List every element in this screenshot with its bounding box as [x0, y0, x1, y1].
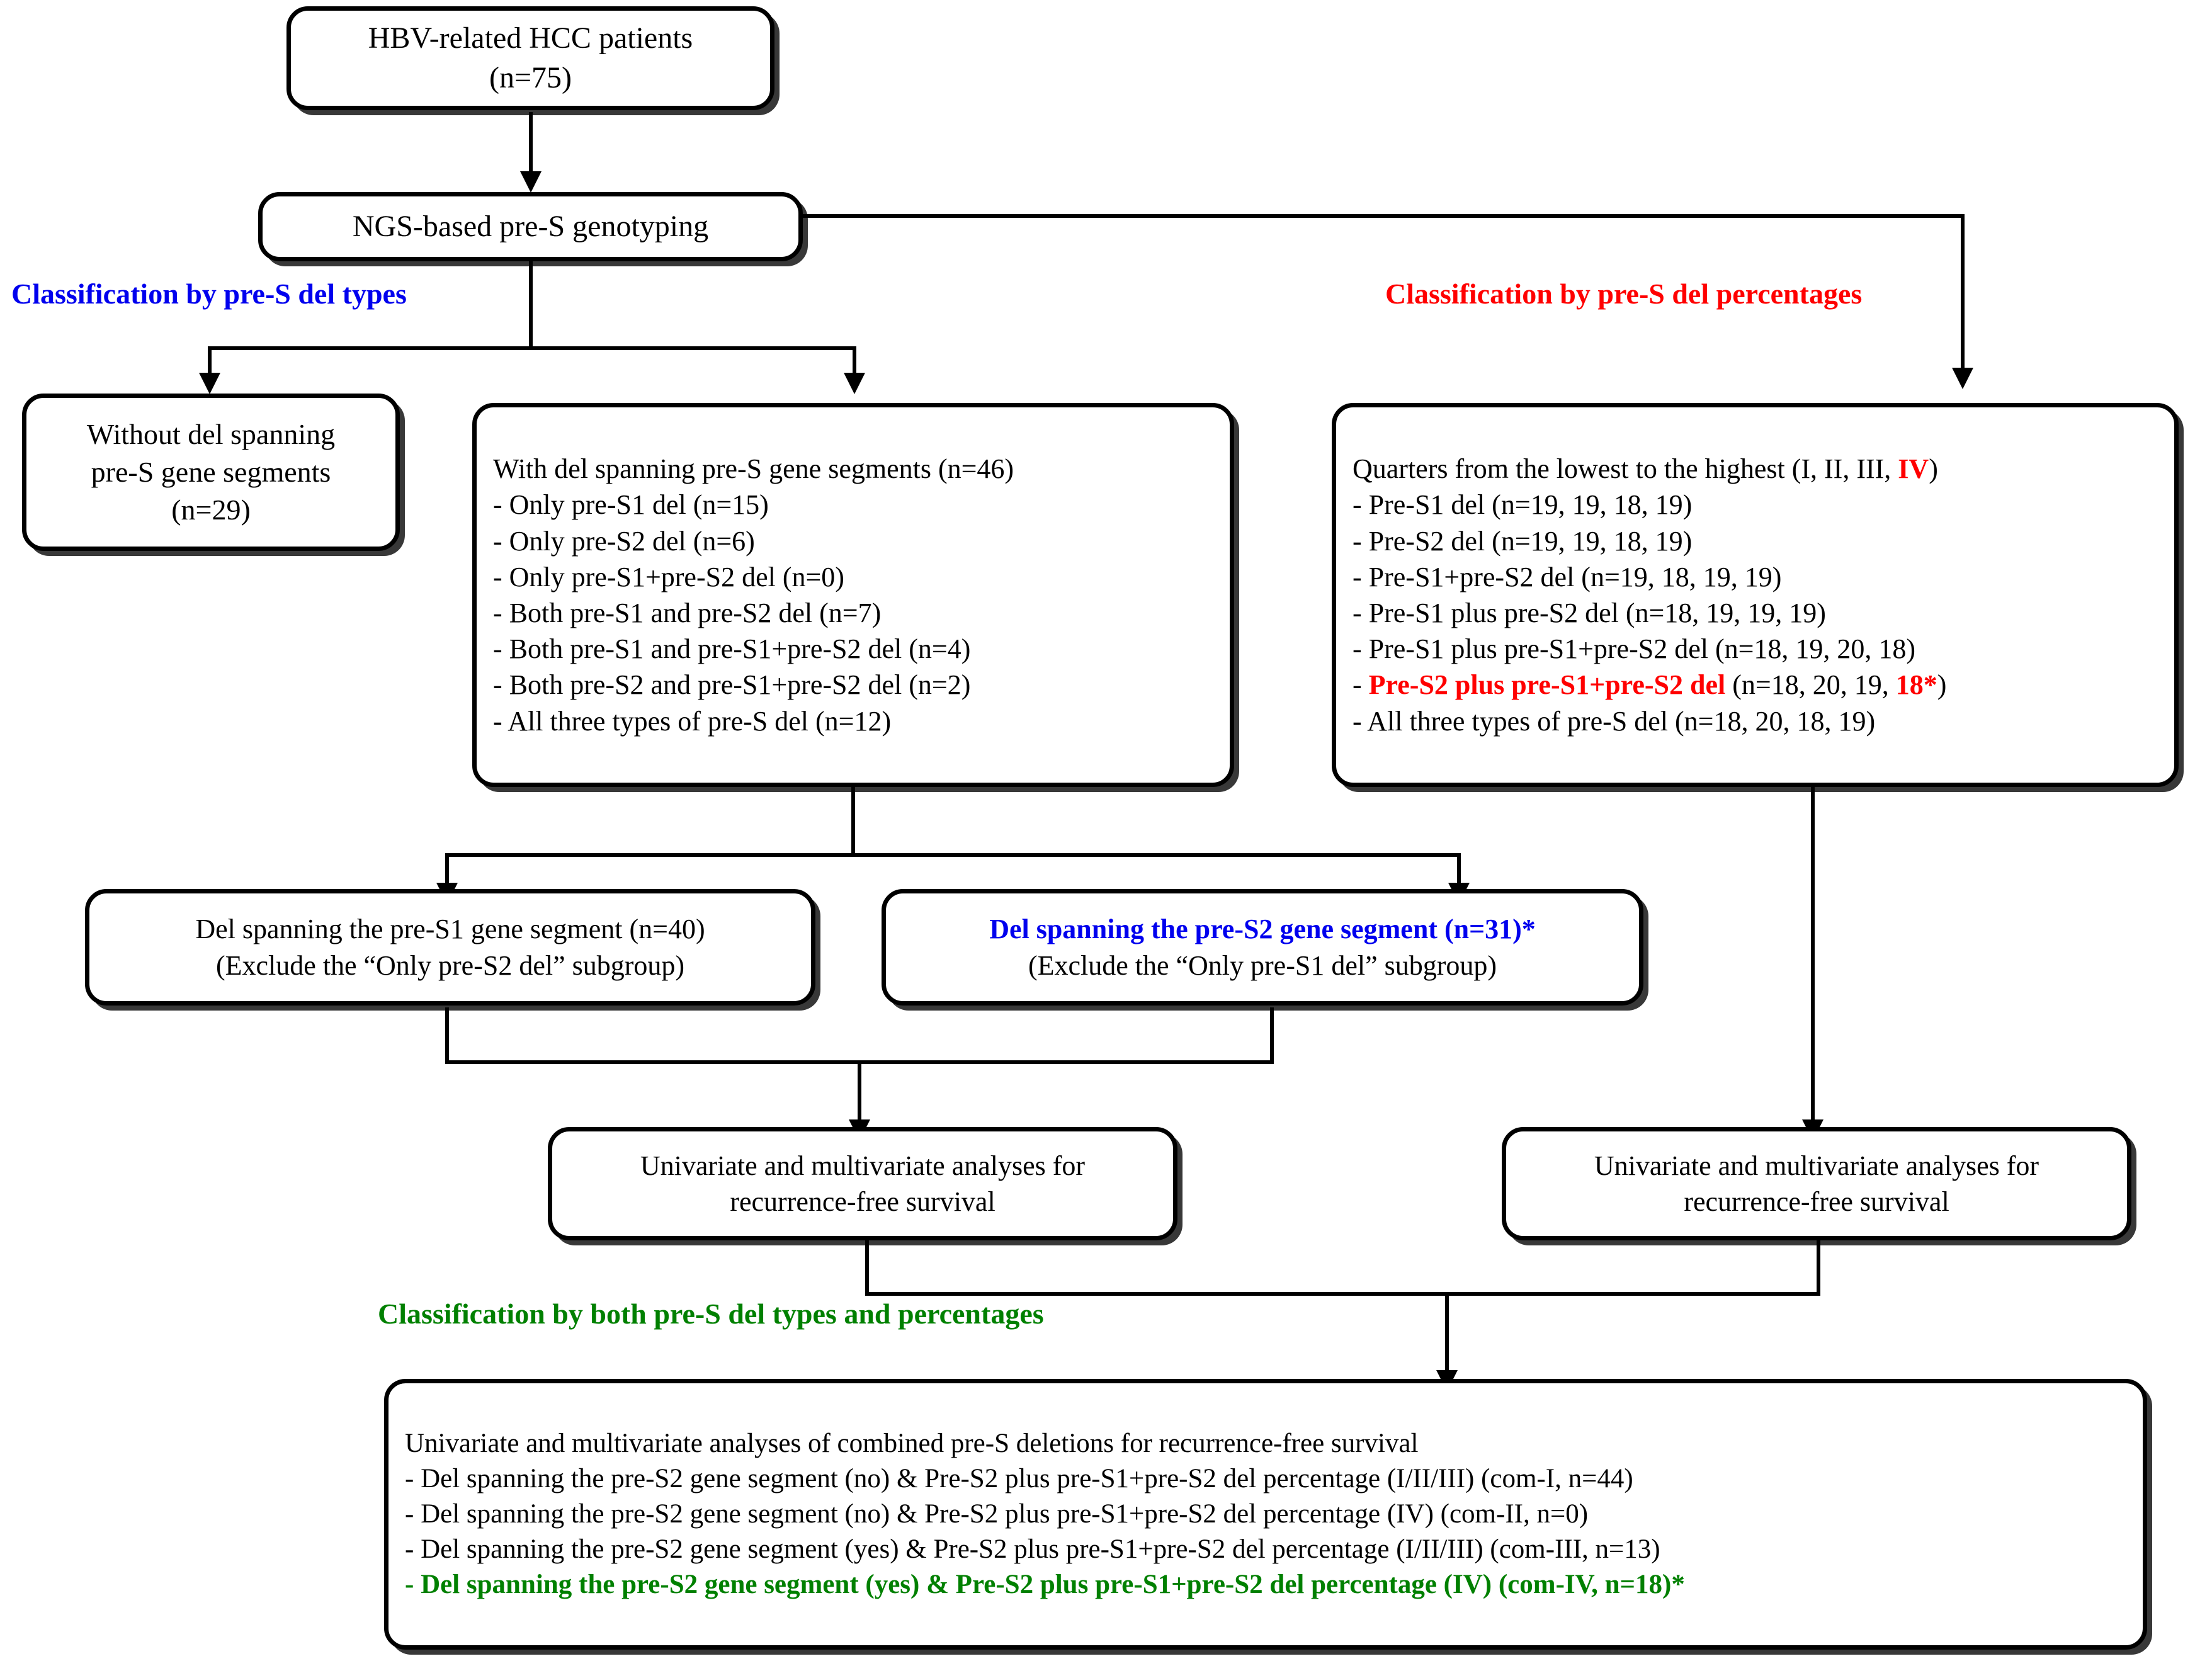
combined-item-0: - Del spanning the pre-S2 gene segment (…	[405, 1464, 1633, 1494]
quarters-item-highlight: - Pre-S2 plus pre-S1+pre-S2 del (n=18, 2…	[1353, 667, 1946, 703]
del-pres2-line2: (Exclude the “Only pre-S1 del” subgroup)	[1028, 949, 1497, 981]
quarters-item-3: - Pre-S1 plus pre-S2 del (n=18, 19, 19, …	[1353, 598, 1826, 628]
connector-merge-right-leg	[1270, 1007, 1274, 1064]
analysis-right-line2: recurrence-free survival	[1684, 1186, 1949, 1217]
quarters-highlight-label: Pre-S2 plus pre-S1+pre-S2 del	[1368, 669, 1726, 701]
cohort-line1: HBV-related HCC patients	[368, 21, 693, 55]
del-pres2-line1: Del spanning the pre-S2 gene segment (n=…	[989, 914, 1536, 945]
arrowhead-without-del	[199, 373, 220, 394]
with-del-item-5: - Both pre-S2 and pre-S1+pre-S2 del (n=2…	[493, 669, 971, 701]
connector-split-right-leg	[853, 346, 856, 378]
quarters-highlight-mid: (n=18, 20, 19,	[1725, 669, 1896, 701]
genotyping-label: NGS-based pre-S genotyping	[352, 209, 709, 243]
analysis-right-line1: Univariate and multivariate analyses for	[1594, 1150, 2039, 1181]
combined-item-highlight: - Del spanning the pre-S2 gene segment (…	[405, 1569, 1685, 1599]
del-pres1-line1: Del spanning the pre-S1 gene segment (n=…	[195, 914, 705, 945]
connector-split-subgroups	[445, 853, 1461, 857]
node-without-del: Without del spanning pre-S gene segments…	[22, 394, 400, 551]
quarters-item-0: - Pre-S1 del (n=19, 19, 18, 19)	[1353, 489, 1693, 521]
connector-withdel-down	[851, 787, 855, 856]
connector-split-types	[208, 346, 856, 350]
node-cohort: HBV-related HCC patients (n=75)	[286, 6, 774, 110]
del-pres1-line2: (Exclude the “Only pre-S2 del” subgroup)	[215, 949, 685, 981]
node-del-pres1: Del spanning the pre-S1 gene segment (n=…	[85, 889, 815, 1006]
connector-final-right-leg	[1817, 1239, 1820, 1296]
quarters-header-suffix: )	[1929, 453, 1938, 485]
quarters-header-iv: IV	[1898, 453, 1929, 485]
quarters-highlight-end: )	[1937, 669, 1947, 701]
connector-split-left-leg	[208, 346, 212, 378]
connector-final-down	[1445, 1292, 1449, 1374]
arrowhead-cohort-genotyping	[520, 171, 542, 193]
with-del-item-0: - Only pre-S1 del (n=15)	[493, 489, 769, 521]
node-combined: Univariate and multivariate analyses of …	[384, 1379, 2147, 1650]
connector-subgroup-left-leg	[445, 853, 449, 888]
connector-final-left-leg	[865, 1239, 869, 1296]
quarters-highlight-dash: -	[1353, 669, 1369, 701]
with-del-item-2: - Only pre-S1+pre-S2 del (n=0)	[493, 561, 844, 592]
combined-item-1: - Del spanning the pre-S2 gene segment (…	[405, 1499, 1589, 1529]
connector-final-bar	[865, 1292, 1820, 1296]
node-analysis-left: Univariate and multivariate analyses for…	[548, 1127, 1177, 1240]
node-quarters: Quarters from the lowest to the highest …	[1332, 403, 2179, 787]
caption-by-percentages: Classification by pre-S del percentages	[1385, 278, 1863, 310]
node-genotyping: NGS-based pre-S genotyping	[258, 192, 803, 261]
quarters-item-1: - Pre-S2 del (n=19, 19, 18, 19)	[1353, 525, 1693, 557]
connector-genotyping-down	[529, 261, 533, 349]
node-analysis-right: Univariate and multivariate analyses for…	[1502, 1127, 2131, 1240]
with-del-header: With del spanning pre-S gene segments (n…	[493, 453, 1014, 485]
caption-by-both: Classification by both pre-S del types a…	[378, 1298, 1044, 1330]
node-del-pres2: Del spanning the pre-S2 gene segment (n=…	[882, 889, 1643, 1006]
connector-quarters-down	[1811, 787, 1815, 1127]
quarters-item-last: - All three types of pre-S del (n=18, 20…	[1353, 705, 1876, 737]
quarters-highlight-tail: 18*	[1895, 669, 1937, 701]
node-with-del: With del spanning pre-S gene segments (n…	[472, 403, 1234, 787]
analysis-left-line2: recurrence-free survival	[730, 1186, 995, 1217]
with-del-item-1: - Only pre-S2 del (n=6)	[493, 525, 755, 557]
without-del-line2: pre-S gene segments	[91, 456, 331, 489]
arrowhead-right-branch	[1952, 368, 1973, 389]
connector-subgroup-right-leg	[1457, 853, 1461, 888]
with-del-item-4: - Both pre-S1 and pre-S1+pre-S2 del (n=4…	[493, 633, 971, 665]
quarters-item-2: - Pre-S1+pre-S2 del (n=19, 18, 19, 19)	[1353, 561, 1782, 592]
arrowhead-with-del	[844, 373, 865, 394]
connector-right-down	[1961, 214, 1965, 371]
with-del-item-3: - Both pre-S1 and pre-S2 del (n=7)	[493, 598, 882, 628]
with-del-item-6: - All three types of pre-S del (n=12)	[493, 705, 892, 737]
connector-cohort-genotyping	[529, 112, 533, 175]
cohort-line2: (n=75)	[489, 60, 572, 94]
quarters-header-prefix: Quarters from the lowest to the highest …	[1353, 453, 1898, 485]
analysis-left-line1: Univariate and multivariate analyses for	[640, 1150, 1086, 1181]
quarters-header: Quarters from the lowest to the highest …	[1353, 451, 1938, 487]
without-del-line1: Without del spanning	[86, 418, 336, 451]
connector-merge-left-leg	[445, 1007, 449, 1064]
connector-genotyping-right	[801, 214, 1965, 218]
connector-merge-down	[858, 1060, 861, 1123]
caption-by-types: Classification by pre-S del types	[11, 278, 407, 310]
without-del-line3: (n=29)	[171, 493, 251, 526]
combined-item-2: - Del spanning the pre-S2 gene segment (…	[405, 1534, 1660, 1564]
quarters-item-4: - Pre-S1 plus pre-S1+pre-S2 del (n=18, 1…	[1353, 633, 1916, 665]
combined-header: Univariate and multivariate analyses of …	[405, 1429, 1419, 1459]
